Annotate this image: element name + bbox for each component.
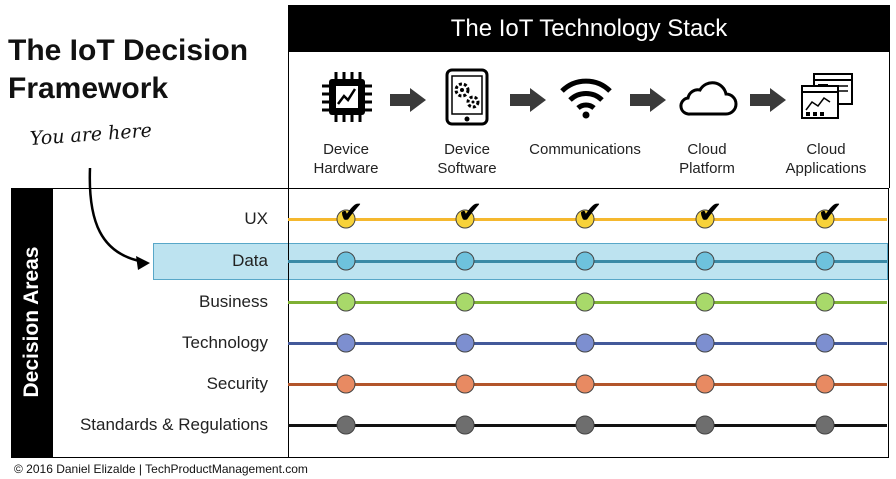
arrow-right-icon [510,88,546,112]
row-node [815,209,835,229]
row-label: Standards & Regulations [79,415,268,434]
row-label: Business [199,292,268,311]
decision-areas-bar [11,188,53,457]
you-are-here-annotation: You are here [29,119,153,150]
curved-arrow-icon [88,167,150,270]
dashboard-windows-icon [801,73,853,119]
column-label-cloud-applications: Cloud Applications [785,141,867,177]
checkmark-icon: ✔ [457,196,483,230]
row-node [815,415,835,435]
row-label: Technology [181,333,268,352]
row-node [336,251,356,271]
grid-divider [288,188,289,457]
row-node [455,415,475,435]
column-label-communications: Communications [529,141,641,158]
row-node [336,415,356,435]
row-node [695,209,715,229]
stack-header: The IoT Technology Stack [288,5,890,52]
row-node [815,374,835,394]
wifi-icon [560,78,612,119]
row-node [815,292,835,312]
arrow-right-icon [630,88,666,112]
row-node [695,415,715,435]
row-node [336,333,356,353]
arrow-right-icon [390,88,426,112]
row-node [575,209,595,229]
row-node [575,415,595,435]
row-label: Data [232,251,268,270]
row-node [455,209,475,229]
stack-box [288,52,890,188]
row-node [815,251,835,271]
checkmark-icon: ✔ [817,196,843,230]
tablet-gears-icon [445,68,489,126]
copyright-footer: © 2016 Daniel Elizalde | TechProductMana… [14,462,308,476]
cloud-icon [679,81,738,116]
row-node [336,292,356,312]
column-label-cloud-platform: Cloud Platform [679,141,735,177]
row-node [695,292,715,312]
row-node [575,251,595,271]
row-node [695,333,715,353]
row-node [695,374,715,394]
row-node [575,374,595,394]
column-label-device-hardware: Device Hardware [313,141,379,177]
row-node [455,251,475,271]
row-node [336,374,356,394]
row-label: UX [244,209,268,228]
column-label-device-software: Device Software [437,141,497,177]
row-node [455,292,475,312]
checkmark-icon: ✔ [577,196,603,230]
arrow-right-icon [750,88,786,112]
row-node [575,333,595,353]
row-label: Security [206,374,268,393]
checkmark-icon: ✔ [338,196,364,230]
checkmark-icon: ✔ [697,196,723,230]
row-node [336,209,356,229]
decision-areas-label: Decision Areas [20,246,43,398]
row-node [455,333,475,353]
row-node [815,333,835,353]
row-node [695,251,715,271]
row-node [575,292,595,312]
row-node [455,374,475,394]
page-title: The IoT Decision Framework [8,34,249,105]
chip-icon [322,72,372,122]
